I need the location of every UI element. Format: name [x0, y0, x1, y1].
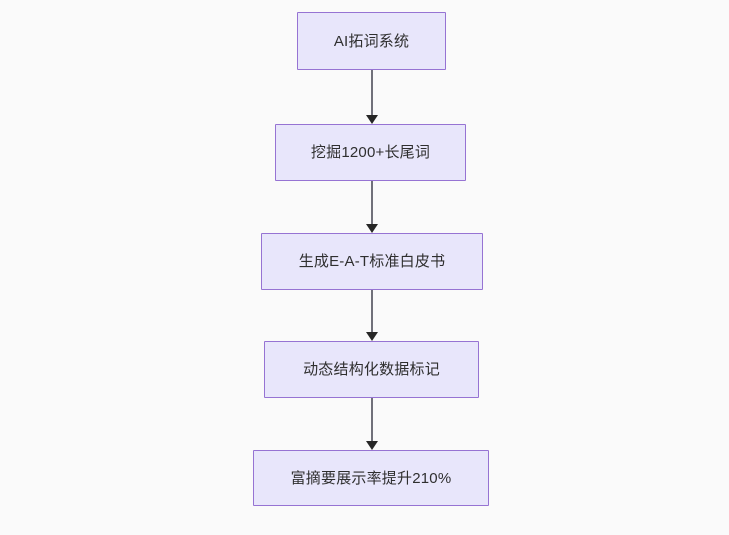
flow-node-label: 富摘要展示率提升210% — [290, 469, 452, 487]
connector-line — [371, 70, 373, 116]
flow-node-mine-longtail-keywords[interactable]: 挖掘1200+长尾词 — [275, 124, 466, 181]
arrow-down-icon — [366, 115, 378, 124]
connector-line — [371, 398, 373, 442]
connector-line — [371, 181, 373, 225]
flow-node-label: AI拓词系统 — [333, 32, 410, 50]
connector-line — [371, 290, 373, 333]
flow-node-label: 动态结构化数据标记 — [303, 361, 440, 378]
flow-node-dynamic-structured-data-markup[interactable]: 动态结构化数据标记 — [264, 341, 479, 398]
flow-node-rich-snippet-impression-lift[interactable]: 富摘要展示率提升210% — [253, 450, 489, 506]
arrow-down-icon — [366, 224, 378, 233]
arrow-down-icon — [366, 441, 378, 450]
flow-node-ai-keyword-system[interactable]: AI拓词系统 — [297, 12, 446, 70]
flow-node-label: 生成E-A-T标准白皮书 — [298, 253, 446, 270]
flow-connector-2 — [360, 181, 384, 233]
flow-connector-4 — [360, 398, 384, 450]
flow-connector-3 — [360, 290, 384, 341]
flow-connector-1 — [360, 70, 384, 124]
arrow-down-icon — [366, 332, 378, 341]
flow-node-label: 挖掘1200+长尾词 — [310, 144, 431, 161]
flow-node-generate-eat-whitepaper[interactable]: 生成E-A-T标准白皮书 — [261, 233, 483, 290]
